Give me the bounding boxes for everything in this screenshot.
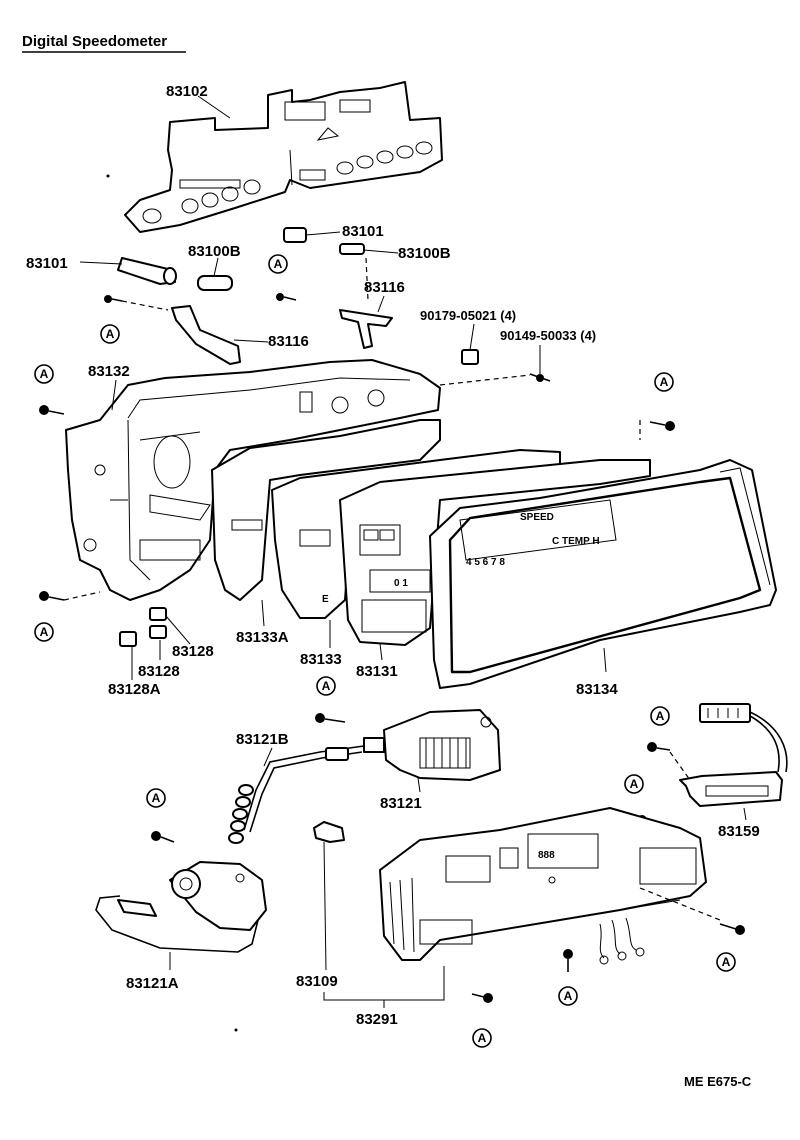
screw-1 — [276, 293, 297, 301]
svg-text:888: 888 — [538, 850, 555, 861]
label-83109: 83109 — [296, 973, 338, 990]
svg-text:A: A — [478, 1031, 487, 1045]
part-83100B-right-bulb — [339, 243, 365, 255]
label-83116-right: 83116 — [364, 279, 405, 296]
label-83128-b: 83128 — [138, 663, 180, 680]
label-83128-a: 83128 — [172, 643, 214, 660]
label-83128A: 83128A — [108, 681, 161, 698]
part-83134-lens: SPEED C TEMP H 4 5 6 7 8 — [429, 459, 777, 689]
callout-a-2: A — [100, 324, 120, 344]
screw-10 — [719, 923, 745, 935]
svg-text:A: A — [322, 679, 331, 693]
label-83101-left: 83101 — [26, 255, 68, 272]
part-83131-plate: 0 1 — [339, 459, 651, 646]
screw-4 — [39, 591, 65, 601]
label-83121: 83121 — [380, 795, 422, 812]
callout-a-7: A — [146, 788, 166, 808]
part-83101-left-socket — [117, 257, 177, 285]
svg-text:A: A — [274, 257, 283, 271]
label-83121B: 83121B — [236, 731, 289, 748]
screw-11 — [563, 949, 573, 972]
callout-a-10: A — [716, 952, 736, 972]
label-83100B-right: 83100B — [398, 245, 451, 262]
callout-a-5: A — [654, 372, 674, 392]
svg-text:A: A — [656, 709, 665, 723]
screw-5 — [649, 421, 675, 431]
screw-3 — [39, 405, 65, 415]
svg-text:C TEMP H: C TEMP H — [552, 536, 600, 547]
part-83100B-left-bulb — [197, 275, 233, 291]
label-83121A: 83121A — [126, 975, 179, 992]
part-90149-screw — [529, 373, 551, 382]
label-83116-mid: 83116 — [268, 333, 309, 350]
label-83102: 83102 — [166, 83, 208, 100]
svg-text:A: A — [660, 375, 669, 389]
part-83116-mid-bracket — [171, 305, 241, 365]
label-83159: 83159 — [718, 823, 760, 840]
svg-text:A: A — [152, 791, 161, 805]
screw-7 — [151, 831, 175, 843]
label-83134: 83134 — [576, 681, 618, 698]
part-83121B-cable — [228, 745, 365, 844]
svg-text:E: E — [322, 594, 329, 605]
part-90179-clip — [461, 349, 479, 365]
part-83116-right-bracket — [339, 309, 393, 349]
part-83133A-plate — [211, 419, 441, 601]
part-83291-board: 888 — [379, 807, 707, 965]
svg-text:A: A — [106, 327, 115, 341]
callout-a-3: A — [34, 364, 54, 384]
part-83128-clip-b — [149, 625, 167, 639]
label-83133: 83133 — [300, 651, 342, 668]
diagram-reference: ME E675-C — [684, 1074, 752, 1089]
part-83128A-clip — [119, 631, 137, 647]
callout-a-9: A — [624, 774, 644, 794]
label-83101-top: 83101 — [342, 223, 384, 240]
part-83128-clip-a — [149, 607, 167, 621]
svg-text:A: A — [564, 989, 573, 1003]
screw-8 — [647, 742, 671, 752]
part-83132-case — [65, 359, 441, 601]
label-83291: 83291 — [356, 1011, 398, 1028]
svg-text:0 1: 0 1 — [394, 578, 408, 589]
screw-12 — [471, 993, 493, 1003]
part-83101-top-socket — [283, 227, 319, 243]
screw-6 — [315, 713, 346, 723]
label-83131: 83131 — [356, 663, 398, 680]
svg-text:SPEED: SPEED — [520, 512, 554, 523]
svg-text:A: A — [40, 625, 49, 639]
callout-a-8: A — [650, 706, 670, 726]
label-83133A: 83133A — [236, 629, 289, 646]
svg-text:A: A — [40, 367, 49, 381]
diagram-title: Digital Speedometer — [22, 33, 167, 50]
callout-a-12: A — [472, 1028, 492, 1048]
bracket-83291 — [323, 966, 445, 1001]
screw-2 — [104, 295, 123, 303]
part-83121A-sensor — [95, 861, 267, 953]
part-83109-bulb — [313, 821, 345, 843]
label-83132: 83132 — [88, 363, 130, 380]
label-83100B-left: 83100B — [188, 243, 241, 260]
part-83102-plate — [124, 81, 443, 233]
svg-text:A: A — [722, 955, 731, 969]
part-83159-connector — [679, 703, 788, 807]
label-90149: 90149-50033 (4) — [500, 328, 596, 343]
svg-text:A: A — [630, 777, 639, 791]
part-83121-sensor — [363, 709, 501, 781]
label-90179: 90179-05021 (4) — [420, 308, 516, 323]
callout-a-11: A — [558, 986, 578, 1006]
callout-a-1: A — [268, 254, 288, 274]
callout-a-6: A — [316, 676, 336, 696]
callout-a-4: A — [34, 622, 54, 642]
svg-text:4 5 6 7 8: 4 5 6 7 8 — [466, 557, 505, 568]
